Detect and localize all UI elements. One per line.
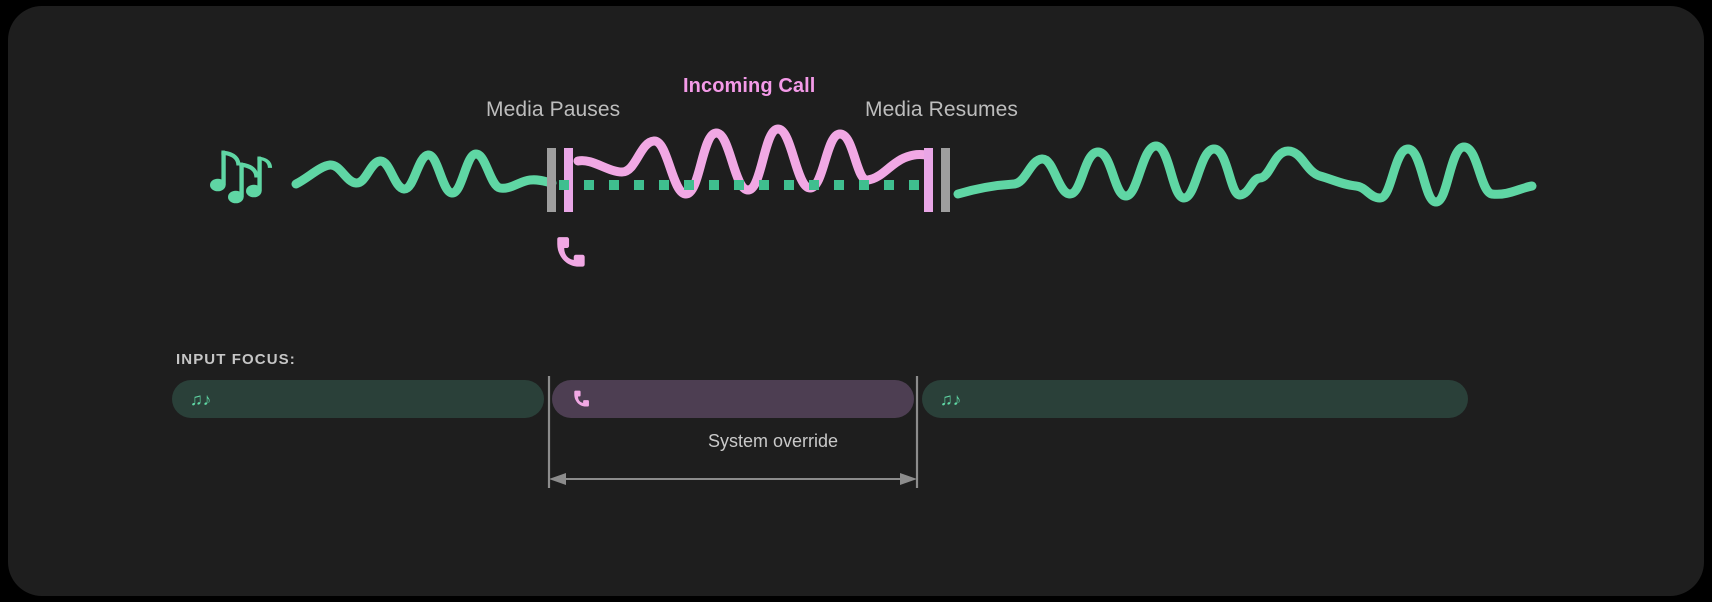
system-override-measure	[547, 376, 919, 488]
focus-track-call[interactable]	[552, 380, 914, 418]
media-resumes-label: Media Resumes	[865, 98, 1019, 121]
focus-track-media-left[interactable]: ♫♪	[172, 380, 544, 418]
music-notes-icon: ♫♪	[940, 389, 962, 409]
audio-timeline: Incoming Call Media Pauses Media Resumes	[8, 6, 1704, 326]
music-notes-icon	[210, 150, 273, 204]
media-pauses-label: Media Pauses	[486, 98, 621, 121]
waveform-graphic	[210, 124, 1537, 267]
music-notes-icon: ♫♪	[190, 389, 212, 409]
diagram-card: Incoming Call Media Pauses Media Resumes	[8, 6, 1704, 596]
input-focus-heading: INPUT FOCUS:	[176, 351, 296, 368]
media-waveform-after	[953, 141, 1537, 207]
phone-icon	[572, 389, 591, 408]
resume-marker-icon	[924, 148, 950, 212]
media-muted-dotted-line	[559, 180, 919, 190]
focus-track-media-right[interactable]: ♫♪	[922, 380, 1468, 418]
system-override-label: System override	[707, 431, 839, 451]
phone-icon	[557, 237, 585, 267]
media-waveform-before	[291, 149, 557, 198]
override-arrowhead-right	[900, 473, 917, 485]
incoming-call-label: Incoming Call	[683, 75, 816, 97]
override-arrowhead-left	[549, 473, 566, 485]
call-waveform	[573, 124, 931, 199]
